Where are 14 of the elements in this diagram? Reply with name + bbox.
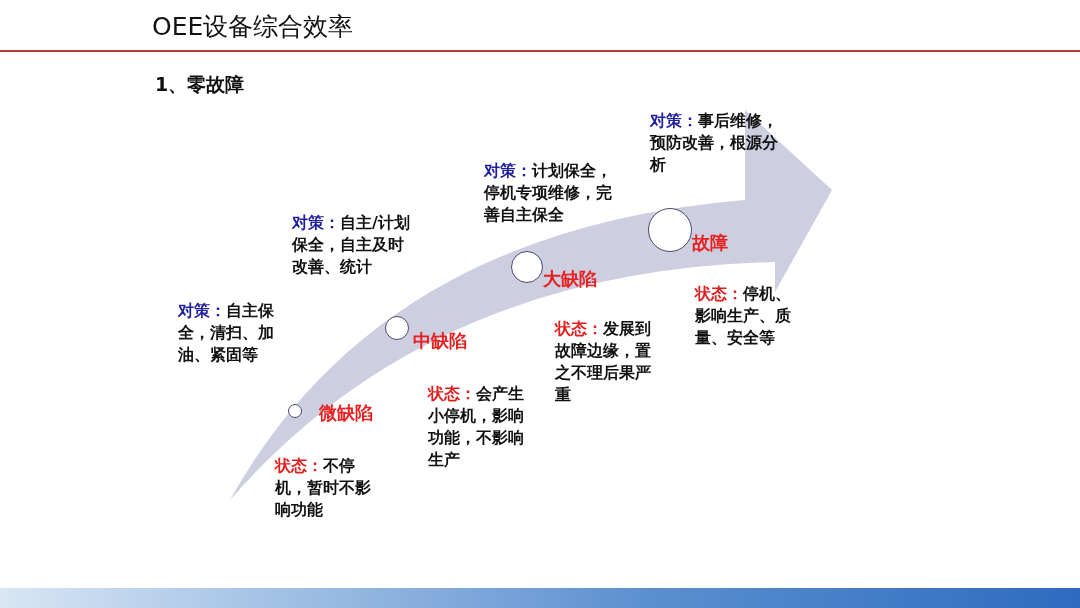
annotation-text: 对策：自主保全，清扫、加油、紧固等: [178, 300, 275, 366]
annotation-text: 状态：发展到故障边缘，置之不理后果严重: [555, 318, 652, 406]
annotation-text: 对策：自主/计划保全，自主及时改善、统计: [292, 212, 410, 278]
section-heading: 1、零故障: [155, 72, 245, 97]
title: OEE设备综合效率: [152, 12, 354, 42]
annotation-text: 对策：计划保全，停机专项维修，完善自主保全: [484, 160, 613, 226]
stage-label: 微缺陷: [319, 403, 373, 423]
stage-label: 大缺陷: [543, 269, 597, 289]
annotation-text: 状态：会产生小停机，影响功能，不影响生产: [428, 383, 525, 471]
stage-label: 故障: [692, 233, 728, 253]
annotation-text: 对策：事后维修，预防改善，根源分析: [650, 110, 779, 176]
annotation-text: 状态：停机、影响生产、质量、安全等: [695, 283, 792, 349]
annotation-text: 状态：不停机，暂时不影响功能: [275, 455, 372, 521]
stage-label: 中缺陷: [413, 331, 467, 351]
